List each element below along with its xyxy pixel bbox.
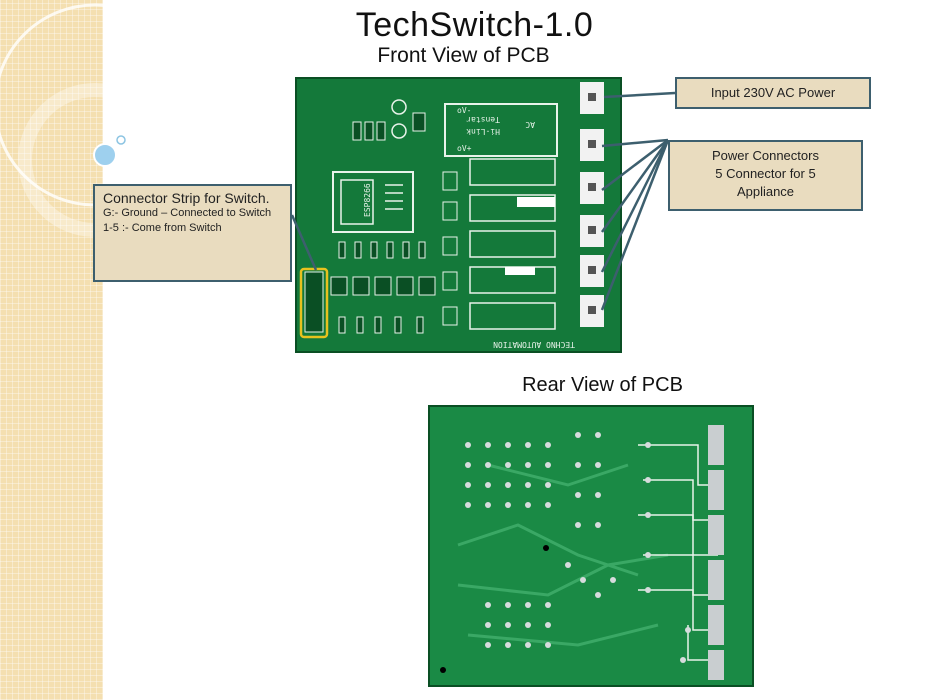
pcb-footer-text: TECHNO AUTOMATION (493, 340, 575, 349)
module-text-model: Hi-Link (466, 127, 500, 136)
switch-callout-heading: Connector Strip for Switch. (103, 190, 270, 206)
wifi-module-label: ESP8266 (363, 183, 372, 217)
rear-view-label: Rear View of PCB (522, 374, 683, 396)
switch-connector-callout: Connector Strip for Switch. G:- Ground –… (93, 184, 292, 282)
input-power-callout: Input 230V AC Power (675, 77, 871, 109)
pin-label-plus: oV+ (457, 144, 472, 153)
pcb-front-photo: AC Tenstar Hi-Link oV- oV+ ESP8266 (295, 77, 622, 353)
switch-callout-line1: G:- Ground – Connected to Switch (103, 207, 272, 219)
power-callout-line2: 5 Connector for 5 (715, 166, 816, 181)
module-text-ac: AC (525, 120, 535, 129)
pin-label-minus: oV- (457, 106, 471, 115)
switch-callout-line2: 1-5 :- Come from Switch (103, 222, 222, 234)
module-text-brand: Tenstar (466, 115, 500, 124)
pcb-front-graphic: AC Tenstar Hi-Link oV- oV+ ESP8266 (295, 77, 622, 353)
front-view-label: Front View of PCB (377, 44, 550, 67)
pcb-rear-graphic (428, 405, 754, 687)
power-callout-line1: Power Connectors (712, 148, 819, 163)
power-connectors-callout: Power Connectors 5 Connector for 5 Appli… (668, 140, 863, 211)
slide-title: TechSwitch-1.0 (355, 6, 594, 44)
pcb-rear-photo (428, 405, 754, 687)
input-callout-text: Input 230V AC Power (710, 85, 836, 100)
decorative-band (0, 0, 103, 700)
power-callout-line3: Appliance (736, 184, 795, 199)
